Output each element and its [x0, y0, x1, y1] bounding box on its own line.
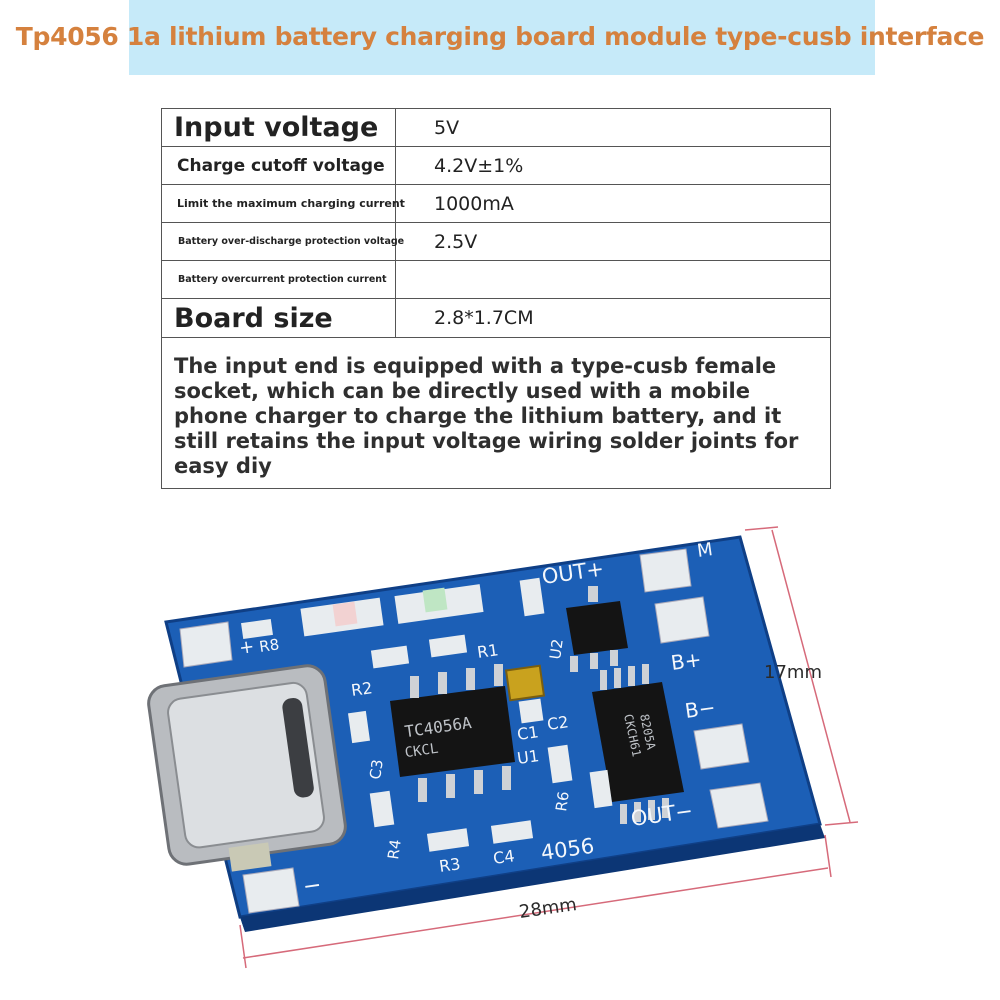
spec-row-input-voltage: Input voltage 5V — [162, 109, 830, 147]
dimension-lines — [239, 526, 859, 969]
smd-components — [228, 577, 613, 872]
spec-row-over-discharge: Battery over-discharge protection voltag… — [162, 223, 830, 261]
label-r8: R8 — [258, 635, 280, 656]
dimension-height: 17mm — [764, 662, 822, 683]
description: The input end is equipped with a type-cu… — [161, 337, 831, 489]
spec-label: Battery overcurrent protection current — [162, 261, 396, 298]
label-plus: + — [238, 636, 256, 659]
spec-value — [396, 261, 830, 298]
label-c4: C4 — [492, 846, 516, 868]
title-banner — [129, 0, 875, 75]
label-r4: R4 — [384, 838, 405, 860]
status-leds — [300, 584, 484, 637]
tantalum-capacitor — [504, 664, 546, 702]
spec-value: 2.8*1.7CM — [434, 307, 534, 329]
page-title: Tp4056 1a lithium battery charging board… — [15, 22, 985, 51]
spec-label: Limit the maximum charging current — [162, 185, 405, 222]
spec-label: Charge cutoff voltage — [162, 147, 396, 184]
chip1-sublabel: CKCL — [404, 741, 440, 762]
label-b-minus: B− — [683, 695, 717, 723]
label-c3: C3 — [366, 758, 387, 780]
label-r2: R2 — [350, 678, 374, 700]
board-photo: TC4056A CKCL 8205A CKCH61 — [147, 526, 859, 969]
chip-tc4056a: TC4056A CKCL — [390, 664, 515, 802]
spec-label: Battery over-discharge protection voltag… — [162, 223, 404, 260]
label-r6: R6 — [552, 790, 573, 812]
usb-c-connector — [147, 664, 347, 866]
spec-label: Input voltage — [162, 109, 396, 146]
chip-u2 — [566, 586, 628, 672]
spec-value: 1000mA — [434, 192, 514, 215]
spec-value: 4.2V±1% — [434, 154, 524, 177]
label-c1: C1 — [516, 722, 540, 744]
spec-table: Input voltage 5V Charge cutoff voltage 4… — [161, 108, 831, 338]
solder-pads — [179, 548, 769, 914]
spec-row-board-size: Board size 2.8*1.7CM — [162, 299, 830, 337]
spec-label: Board size — [162, 299, 396, 337]
spec-row-charge-cutoff: Charge cutoff voltage 4.2V±1% — [162, 147, 830, 185]
label-m: M — [696, 539, 714, 562]
label-u1: U1 — [516, 746, 540, 768]
chip-8205a: 8205A CKCH61 — [592, 664, 684, 824]
label-u2: U2 — [546, 638, 567, 661]
label-c2: C2 — [546, 712, 570, 734]
label-r3: R3 — [438, 854, 462, 876]
spec-value: 5V — [434, 116, 460, 139]
label-r1: R1 — [476, 640, 500, 662]
label-minus: − — [301, 873, 323, 900]
dimension-width: 28mm — [518, 894, 578, 923]
spec-value: 2.5V — [434, 230, 478, 253]
spec-row-max-current: Limit the maximum charging current 1000m… — [162, 185, 830, 223]
spec-row-overcurrent: Battery overcurrent protection current — [162, 261, 830, 299]
label-b-plus: B+ — [669, 647, 703, 675]
